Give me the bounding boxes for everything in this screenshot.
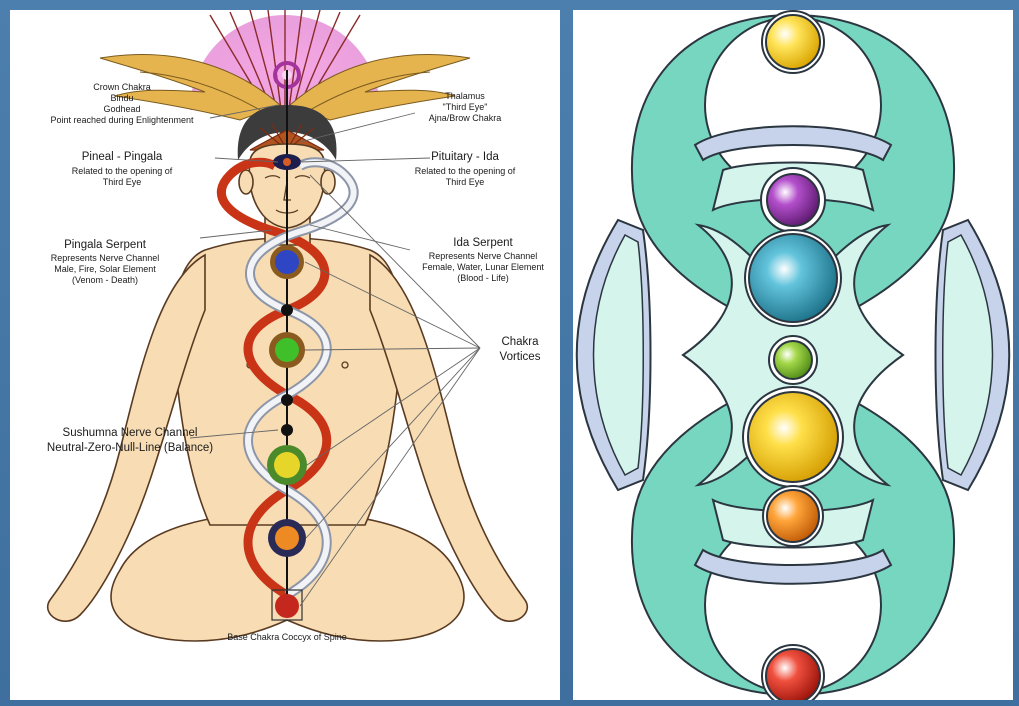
orb-throat [749, 234, 837, 322]
pingala-sub-3: (Venom - Death) [72, 275, 138, 285]
crown-label-1: Crown Chakra [93, 82, 151, 92]
orb-brow [767, 174, 819, 226]
orb-solar [748, 392, 838, 482]
crown-label-2: Bindu [110, 93, 133, 103]
pituitary-label: Pituitary - Ida [431, 151, 499, 163]
ida-sub-2: Female, Water, Lunar Element [422, 262, 544, 272]
chakra-solar-plexus [267, 445, 307, 485]
ida-sub-3: (Blood - Life) [457, 273, 509, 283]
pineal-sub-2: Third Eye [103, 177, 142, 187]
ida-label: Ida Serpent [453, 237, 513, 249]
pituitary-sub-1: Related to the opening of [415, 166, 516, 176]
pituitary-sub-2: Third Eye [446, 177, 485, 187]
chakra-heart [269, 332, 305, 368]
pingala-sub-1: Represents Nerve Channel [51, 253, 160, 263]
chakra-anatomy-diagram: Crown Chakra Bindu Godhead Point reached… [10, 10, 560, 700]
chakra-orb-emblem [573, 10, 1013, 700]
vortices-label-1: Chakra [501, 336, 539, 348]
crown-label-3: Godhead [103, 104, 140, 114]
orb-sacral [767, 490, 819, 542]
pingala-label: Pingala Serpent [64, 239, 147, 251]
chakra-sacral [268, 519, 306, 557]
orb-heart [774, 341, 812, 379]
vortices-label-2: Vortices [500, 351, 541, 363]
thalamus-label-1: Thalamus [445, 91, 485, 101]
crown-label-4: Point reached during Enlightenment [50, 115, 194, 125]
thalamus-label-3: Ajna/Brow Chakra [429, 113, 502, 123]
orb-crown [766, 15, 820, 69]
ida-sub-1: Represents Nerve Channel [429, 251, 538, 261]
sushumna-label-1: Sushumna Nerve Channel [63, 427, 198, 439]
base-chakra-label: Base Chakra Coccyx of Spine [227, 632, 347, 642]
pingala-sub-2: Male, Fire, Solar Element [54, 264, 156, 274]
sushumna-label-2: Neutral-Zero-Null-Line (Balance) [47, 442, 213, 454]
pineal-label: Pineal - Pingala [82, 151, 163, 163]
chakra-throat [270, 245, 304, 279]
thalamus-label-2: "Third Eye" [443, 102, 488, 112]
orb-root [766, 649, 820, 700]
pineal-sub-1: Related to the opening of [72, 166, 173, 176]
